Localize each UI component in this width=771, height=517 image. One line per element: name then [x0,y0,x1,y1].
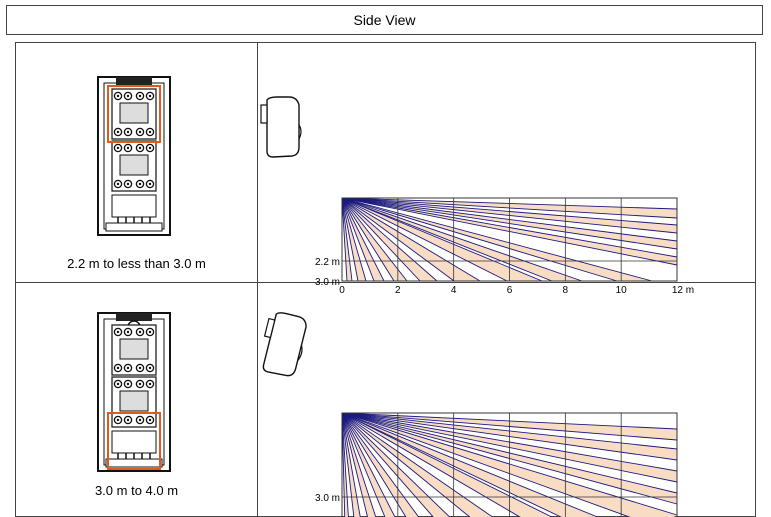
beam-line [341,197,408,282]
beam-line [341,197,653,282]
beam-line [341,412,349,517]
beam-line [341,197,543,282]
x-tick-label: 2 [395,285,401,296]
lens-unit [111,324,157,376]
beam-line [341,412,361,517]
sensor-body-1 [97,76,171,236]
beam-line [341,412,386,517]
beam-line [341,197,583,282]
beam-line [341,197,348,282]
row-1-caption: 2.2 m to less than 3.0 m [67,256,206,271]
beam-line [341,197,438,282]
lens-unit [111,88,157,140]
beam-line [341,412,434,517]
x-tick-label: 12 m [672,285,694,296]
beam-line [341,197,353,282]
sensor-body-2 [97,312,171,472]
beam-line [341,197,553,282]
beam-line [341,412,471,517]
beam-line [341,197,395,282]
detection-area-table: 2.2 m to less than 3.0 m 0 2 4 6 8 10 12 m 2.2… [15,42,756,517]
column-divider [257,43,258,516]
beam-line [341,197,385,282]
beam-line [341,197,367,282]
sensor-side-view-2 [262,312,307,377]
beam-line [341,412,355,517]
grid-1 [341,197,678,282]
beam-line [341,412,407,517]
beam-line [341,197,359,282]
beams-1 [341,197,678,282]
x-tick-label: 8 [563,285,569,296]
header-title: Side View [6,5,763,35]
x-tick-label: 0 [339,285,345,296]
y-tick-label: 3.0 m [315,493,340,504]
orange-highlight-frame [107,85,161,143]
orange-highlight-frame [107,412,161,470]
x-tick-label: 10 [616,285,628,296]
beam-line [341,412,494,517]
sensor-side-view-1 [260,96,302,158]
lens-unit [111,376,157,428]
beam-line [341,197,481,282]
beam-line [341,412,599,517]
sensor-front-view-2 [97,312,171,472]
beam-line [341,197,618,282]
x-ticks-1: 0 2 4 6 8 10 12 m [339,285,694,296]
beam-line [341,412,396,517]
beam-line [341,197,421,282]
grid-2 [341,412,678,517]
beam-line [341,412,521,517]
y-ticks-2: 3.0 m4.0 m [315,493,340,504]
y-tick-label: 3.0 m [315,277,340,288]
row-divider [16,282,755,283]
detection-chart-1: 0 2 4 6 8 10 12 m 2.2 m 3.0 m [315,197,694,296]
y-tick-label: 2.2 m [315,257,340,268]
beam-line [341,412,562,517]
y-ticks-1: 2.2 m 3.0 m [315,257,340,288]
x-tick-label: 6 [507,285,513,296]
beam-line [341,412,631,517]
beam-line [341,412,377,517]
sensor-front-view-1 [97,76,171,236]
x-tick-label: 4 [451,285,457,296]
beam-line [341,412,553,517]
beam-line [341,412,451,517]
lens-unit [111,140,157,192]
beam-line [341,197,375,282]
beam-line [341,412,369,517]
beam-line [341,412,420,517]
beam-line [341,197,508,282]
row-2-caption: 3.0 m to 4.0 m [94,483,179,498]
